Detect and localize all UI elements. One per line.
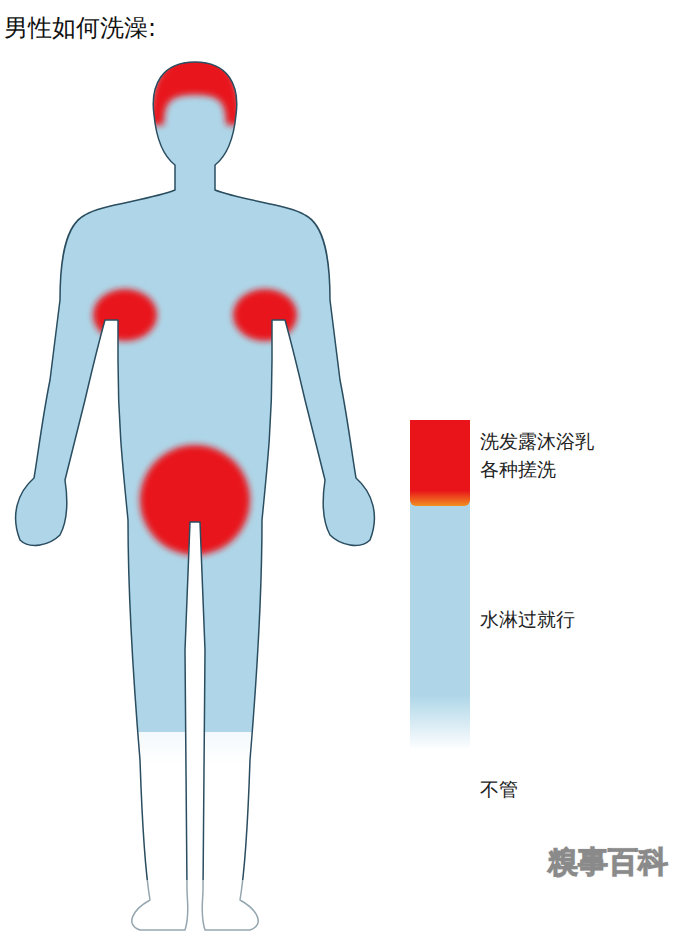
- legend-swatch: [410, 420, 470, 506]
- legend-label: 不管: [480, 776, 608, 804]
- legend-label: 洗发露沐浴乳 各种搓洗: [480, 428, 608, 483]
- legend-label: 水淋过就行: [480, 606, 608, 634]
- legend-swatch: [410, 750, 470, 778]
- diagram-title: 男性如何洗澡:: [4, 12, 156, 44]
- legend-swatch: [410, 500, 470, 750]
- watermark: 糗事百科: [548, 842, 668, 883]
